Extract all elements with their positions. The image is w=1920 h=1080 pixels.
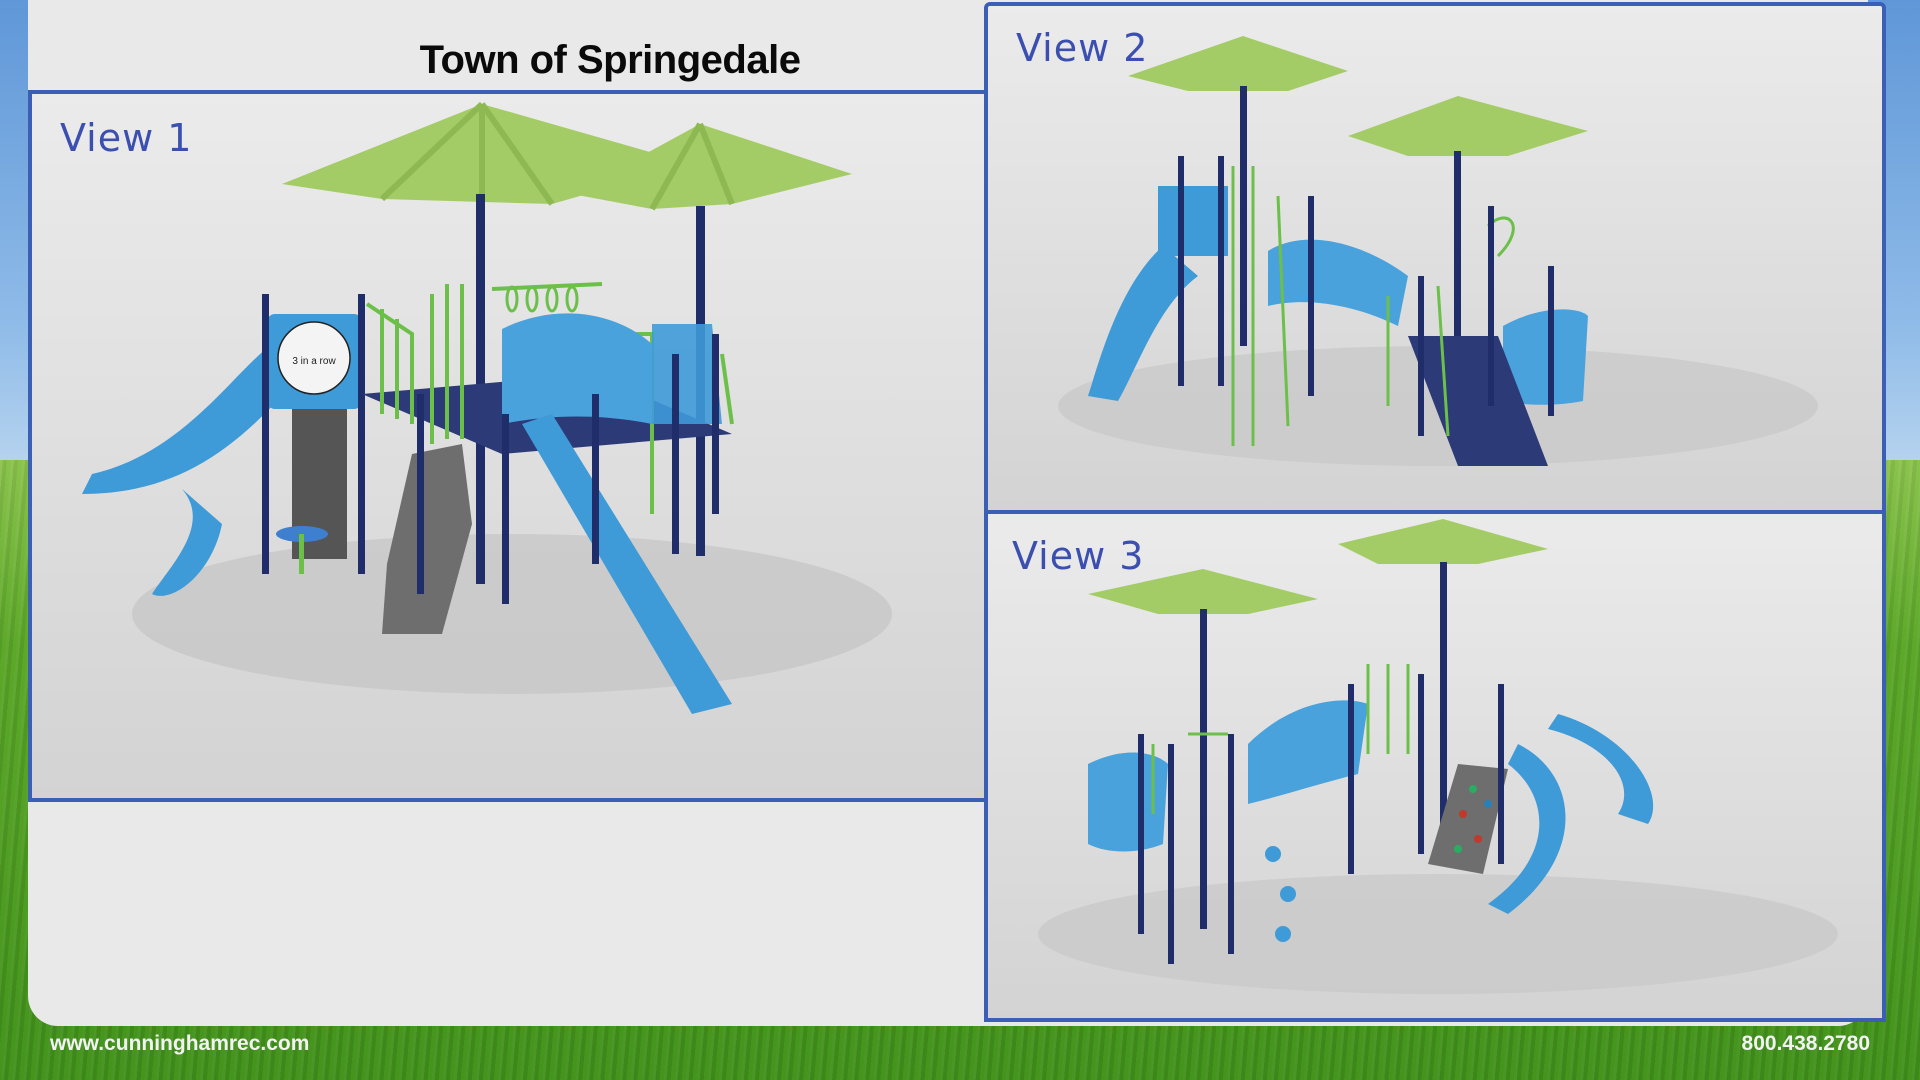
view-3-panel: View 3 <box>984 510 1886 1022</box>
playground-render-view-1: 3 in a row <box>82 101 892 714</box>
view-1-panel: View 1 3 in a row <box>28 90 990 802</box>
playground-render-view-3 <box>1038 519 1838 994</box>
page-title: Town of Springedale <box>419 38 801 82</box>
playground-render-view-2 <box>1058 36 1818 466</box>
view-2-panel: View 2 <box>984 2 1886 514</box>
sign-text: 3 in a row <box>292 356 336 367</box>
view-2-label: View 2 <box>1016 26 1149 70</box>
view-1-label: View 1 <box>60 116 193 160</box>
view-3-label: View 3 <box>1012 534 1145 578</box>
footer-website: www.cunninghamrec.com <box>50 1032 310 1055</box>
footer-phone: 800.438.2780 <box>1741 1032 1870 1055</box>
